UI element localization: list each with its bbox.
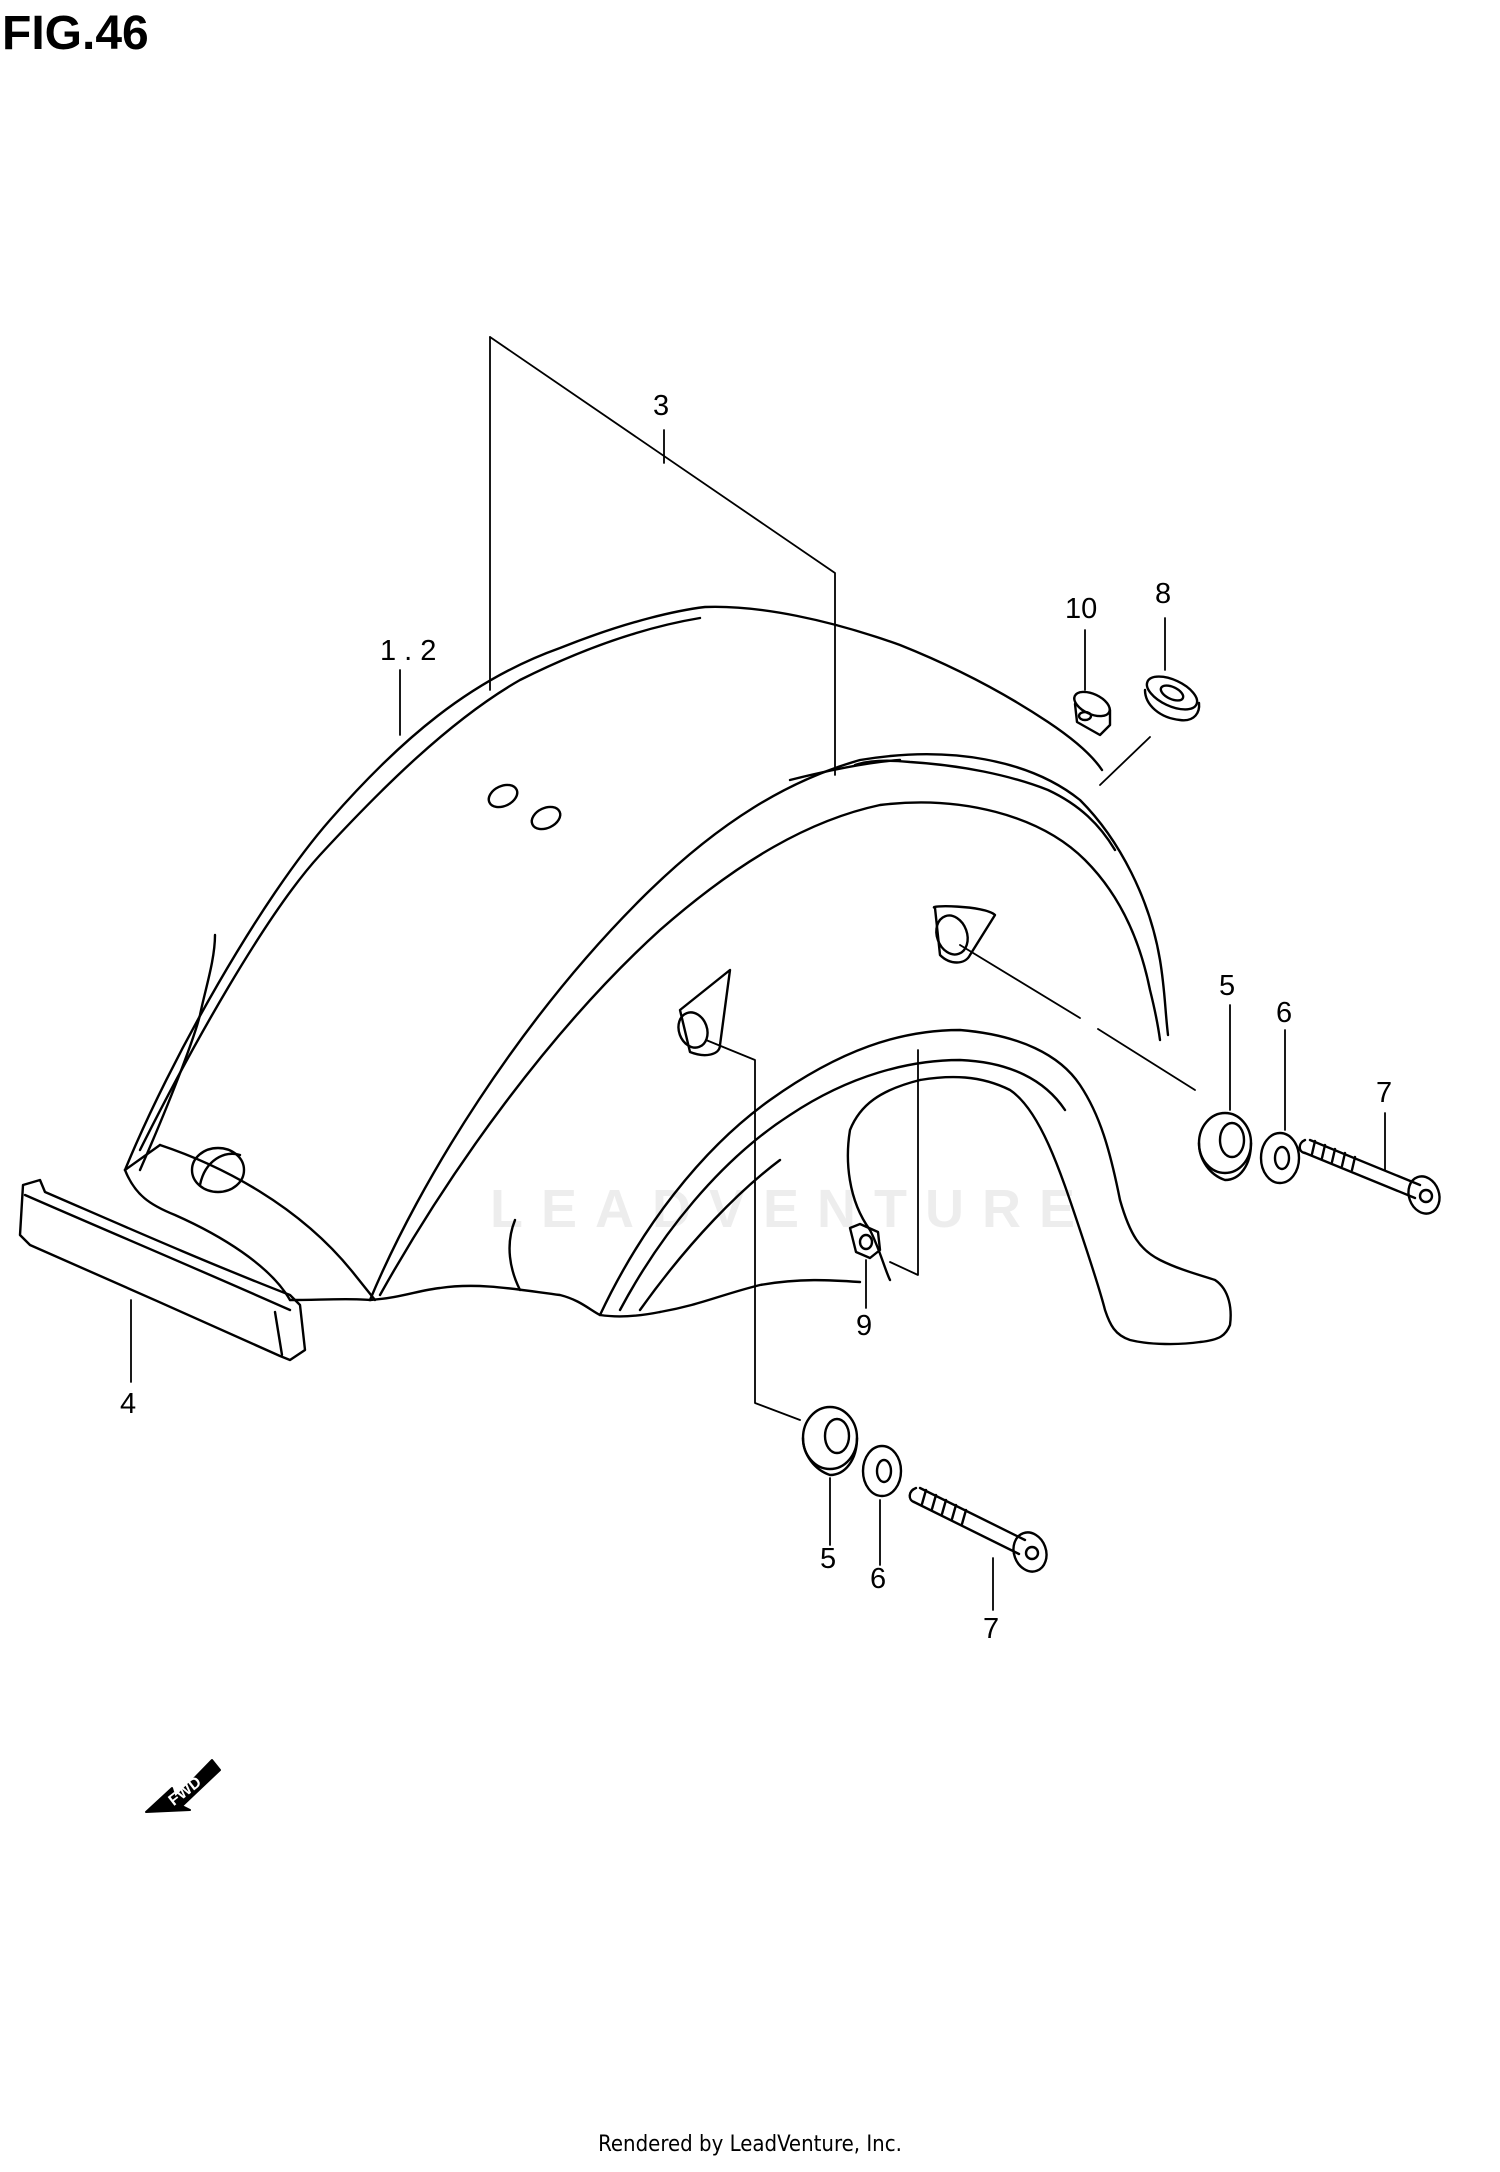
grommet-5-upper xyxy=(1197,1111,1253,1182)
figure-title: FIG.46 xyxy=(2,7,149,60)
bolt-7-upper xyxy=(1298,1138,1441,1215)
fender-protector-part xyxy=(18,1178,307,1362)
callout-8: 8 xyxy=(1155,578,1171,610)
forward-arrow-icon xyxy=(145,1759,221,1813)
washer-6-upper xyxy=(1259,1131,1301,1185)
watermark: LEADVENTURE xyxy=(490,1179,1094,1239)
callout-9: 9 xyxy=(856,1310,872,1342)
callout-4: 4 xyxy=(120,1388,136,1420)
callout-7-lower: 7 xyxy=(983,1613,999,1645)
washer-6-lower xyxy=(861,1444,903,1498)
callout-10: 10 xyxy=(1065,593,1097,625)
bolt-7-lower xyxy=(908,1486,1048,1573)
callout-5-upper: 5 xyxy=(1219,970,1235,1002)
nut-9 xyxy=(848,1222,882,1260)
leader-lines xyxy=(130,336,1386,1611)
callout-6-upper: 6 xyxy=(1276,997,1292,1029)
callout-7-upper: 7 xyxy=(1376,1077,1392,1109)
callout-3: 3 xyxy=(653,390,669,422)
footer-credit: Rendered by LeadVenture, Inc. xyxy=(598,2132,902,2157)
callout-1-2: 1 . 2 xyxy=(380,635,436,667)
callout-6-lower: 6 xyxy=(870,1563,886,1595)
grommet-8 xyxy=(1143,675,1201,722)
nut-10 xyxy=(1073,690,1112,737)
callout-5-lower: 5 xyxy=(820,1543,836,1575)
grommet-5-lower xyxy=(801,1405,859,1477)
rear-fender-part xyxy=(123,605,1232,1346)
